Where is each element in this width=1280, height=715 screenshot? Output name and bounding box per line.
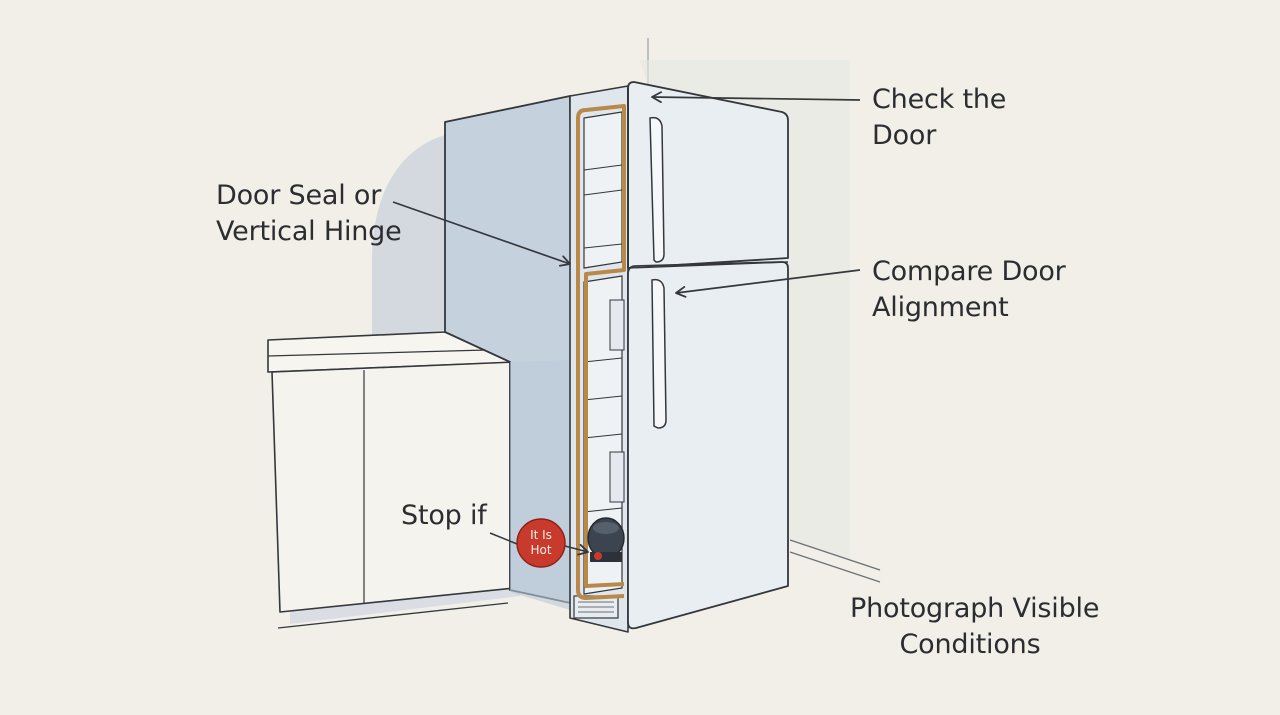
door-seal-lower bbox=[576, 118, 625, 600]
stop-if-label: Stop if bbox=[401, 498, 487, 534]
door-seal bbox=[576, 104, 626, 588]
hot-badge-text: It Is Hot bbox=[518, 528, 564, 558]
door-seal-line2: Vertical Hinge bbox=[216, 216, 402, 247]
hot-badge-line2: Hot bbox=[530, 543, 552, 557]
fridge-door bbox=[627, 261, 789, 630]
fridge-shadow bbox=[372, 135, 445, 340]
check-door-line1: Check the bbox=[872, 84, 1007, 115]
hot-badge-line1: It Is bbox=[530, 528, 552, 542]
fridge-interior bbox=[583, 111, 625, 595]
freezer-door bbox=[627, 81, 789, 269]
compare-alignment-line1: Compare Door bbox=[872, 256, 1066, 287]
photograph-line1: Photograph Visible bbox=[850, 593, 1100, 624]
kitchen-counter bbox=[267, 331, 523, 629]
check-door-line2: Door bbox=[872, 120, 937, 151]
photograph-label: Photograph Visible Conditions bbox=[850, 591, 1100, 663]
compressor bbox=[587, 517, 625, 562]
stop-if-text: Stop if bbox=[401, 500, 487, 531]
compare-alignment-line2: Alignment bbox=[872, 292, 1009, 323]
compare-alignment-label: Compare Door Alignment bbox=[872, 254, 1066, 326]
door-seal-label: Door Seal or Vertical Hinge bbox=[216, 178, 402, 250]
door-seal-line1: Door Seal or bbox=[216, 180, 382, 211]
hot-warning-badge bbox=[516, 518, 566, 568]
leader-lines bbox=[392, 91, 861, 556]
photograph-line2: Conditions bbox=[899, 629, 1041, 660]
check-door-label: Check the Door bbox=[872, 82, 1006, 154]
